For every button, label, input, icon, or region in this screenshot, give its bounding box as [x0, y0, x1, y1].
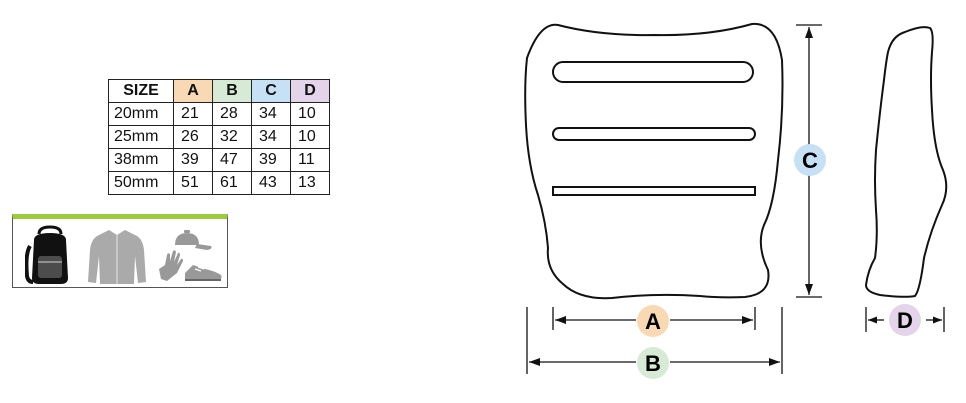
cell-d: 11	[290, 148, 330, 172]
dimension-a-label: A	[645, 309, 661, 334]
slot-1	[552, 61, 754, 83]
dimension-d-label: D	[897, 308, 913, 333]
buckle-side-profile	[864, 26, 948, 298]
dimension-b	[526, 307, 783, 374]
cell-c: 39	[251, 148, 291, 172]
table-row: 50mm 51 61 43 13	[108, 171, 330, 195]
dimension-c-badge	[794, 144, 826, 176]
size-table: SIZE A B C D 20mm 21 28 34 10 25mm 26 32…	[108, 79, 330, 195]
buckle-front-outline	[524, 22, 784, 300]
cell-c: 34	[251, 125, 291, 149]
header-a: A	[173, 79, 213, 103]
cell-a: 51	[173, 171, 213, 195]
cap-glove-shoe-icon	[159, 230, 222, 281]
dimension-b-label: B	[645, 351, 661, 376]
slot-2	[552, 127, 756, 141]
dimension-d	[865, 307, 945, 332]
cell-size: 50mm	[108, 171, 174, 195]
dimension-d-badge	[889, 304, 921, 336]
header-d: D	[290, 79, 330, 103]
jacket-icon	[88, 230, 146, 284]
table-row: 38mm 39 47 39 11	[108, 148, 330, 172]
header-b: B	[212, 79, 252, 103]
cell-b: 28	[212, 102, 252, 126]
table-header-row: SIZE A B C D	[108, 79, 330, 103]
dimension-a	[552, 307, 756, 330]
table-row: 20mm 21 28 34 10	[108, 102, 330, 126]
usage-panel	[12, 214, 228, 288]
cell-size: 25mm	[108, 125, 174, 149]
cell-d: 13	[290, 171, 330, 195]
table-row: 25mm 26 32 34 10	[108, 125, 330, 149]
header-size: SIZE	[108, 79, 174, 103]
dimension-b-badge	[637, 347, 669, 379]
cell-d: 10	[290, 125, 330, 149]
slot-3	[552, 186, 756, 196]
backpack-icon	[25, 225, 68, 284]
cell-c: 43	[251, 171, 291, 195]
cell-b: 32	[212, 125, 252, 149]
header-c: C	[251, 79, 291, 103]
cell-c: 34	[251, 102, 291, 126]
dimension-a-badge	[637, 305, 669, 337]
dimension-c-label: C	[802, 148, 818, 173]
